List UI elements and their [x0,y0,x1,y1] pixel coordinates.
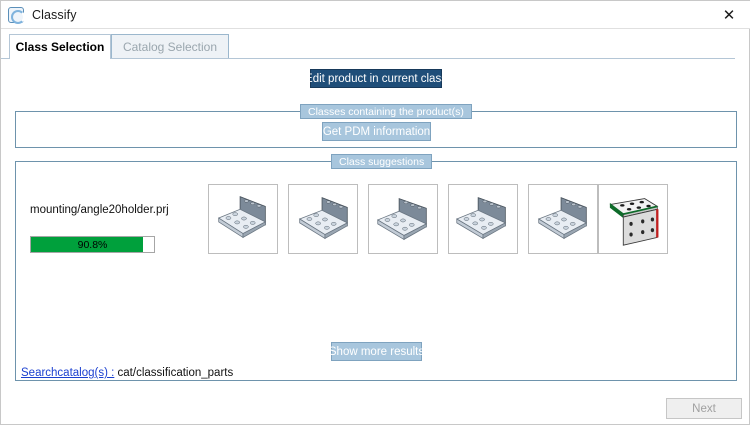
tab-underline [1,58,735,59]
title-bar: Classify ✕ [1,1,750,28]
close-icon[interactable]: ✕ [722,5,736,24]
tab-underline-mask [10,58,110,59]
window-title: Classify [32,7,77,22]
show-more-results-button[interactable]: Show more results [329,342,424,361]
tab-strip: Class Selection Catalog Selection [9,34,743,58]
angle-bracket-thumbnail-5[interactable] [528,184,598,254]
search-catalog-value: cat/classification_parts [117,367,234,379]
angle-bracket-thumbnail-6[interactable] [598,184,668,254]
title-bar-divider [1,28,750,29]
classes-containing-group-title: Classes containing the product(s) [300,104,472,119]
next-button[interactable]: Next [666,398,742,419]
confidence-progress-bar: 90.8% [30,236,155,253]
angle-bracket-thumbnail-4[interactable] [448,184,518,254]
edit-product-button[interactable]: Edit product in current class [305,69,447,88]
part-name-label: mounting/angle20holder.prj [30,204,169,216]
class-suggestions-group-title: Class suggestions [331,154,433,169]
classify-circle-icon [8,6,25,24]
angle-bracket-thumbnail-3[interactable] [368,184,438,254]
tab-catalog-selection[interactable]: Catalog Selection [111,34,229,58]
search-catalog-link[interactable]: Searchcatalog(s) : [21,367,115,379]
angle-bracket-thumbnail-1[interactable] [208,184,278,254]
search-catalog-row: Searchcatalog(s) : cat/classification_pa… [21,367,233,379]
confidence-progress-label: 90.8% [77,238,108,251]
get-pdm-information-button[interactable]: Get PDM information [322,122,431,141]
tab-class-selection[interactable]: Class Selection [9,34,111,58]
angle-bracket-thumbnail-2[interactable] [288,184,358,254]
confidence-progress-fill [31,237,143,252]
